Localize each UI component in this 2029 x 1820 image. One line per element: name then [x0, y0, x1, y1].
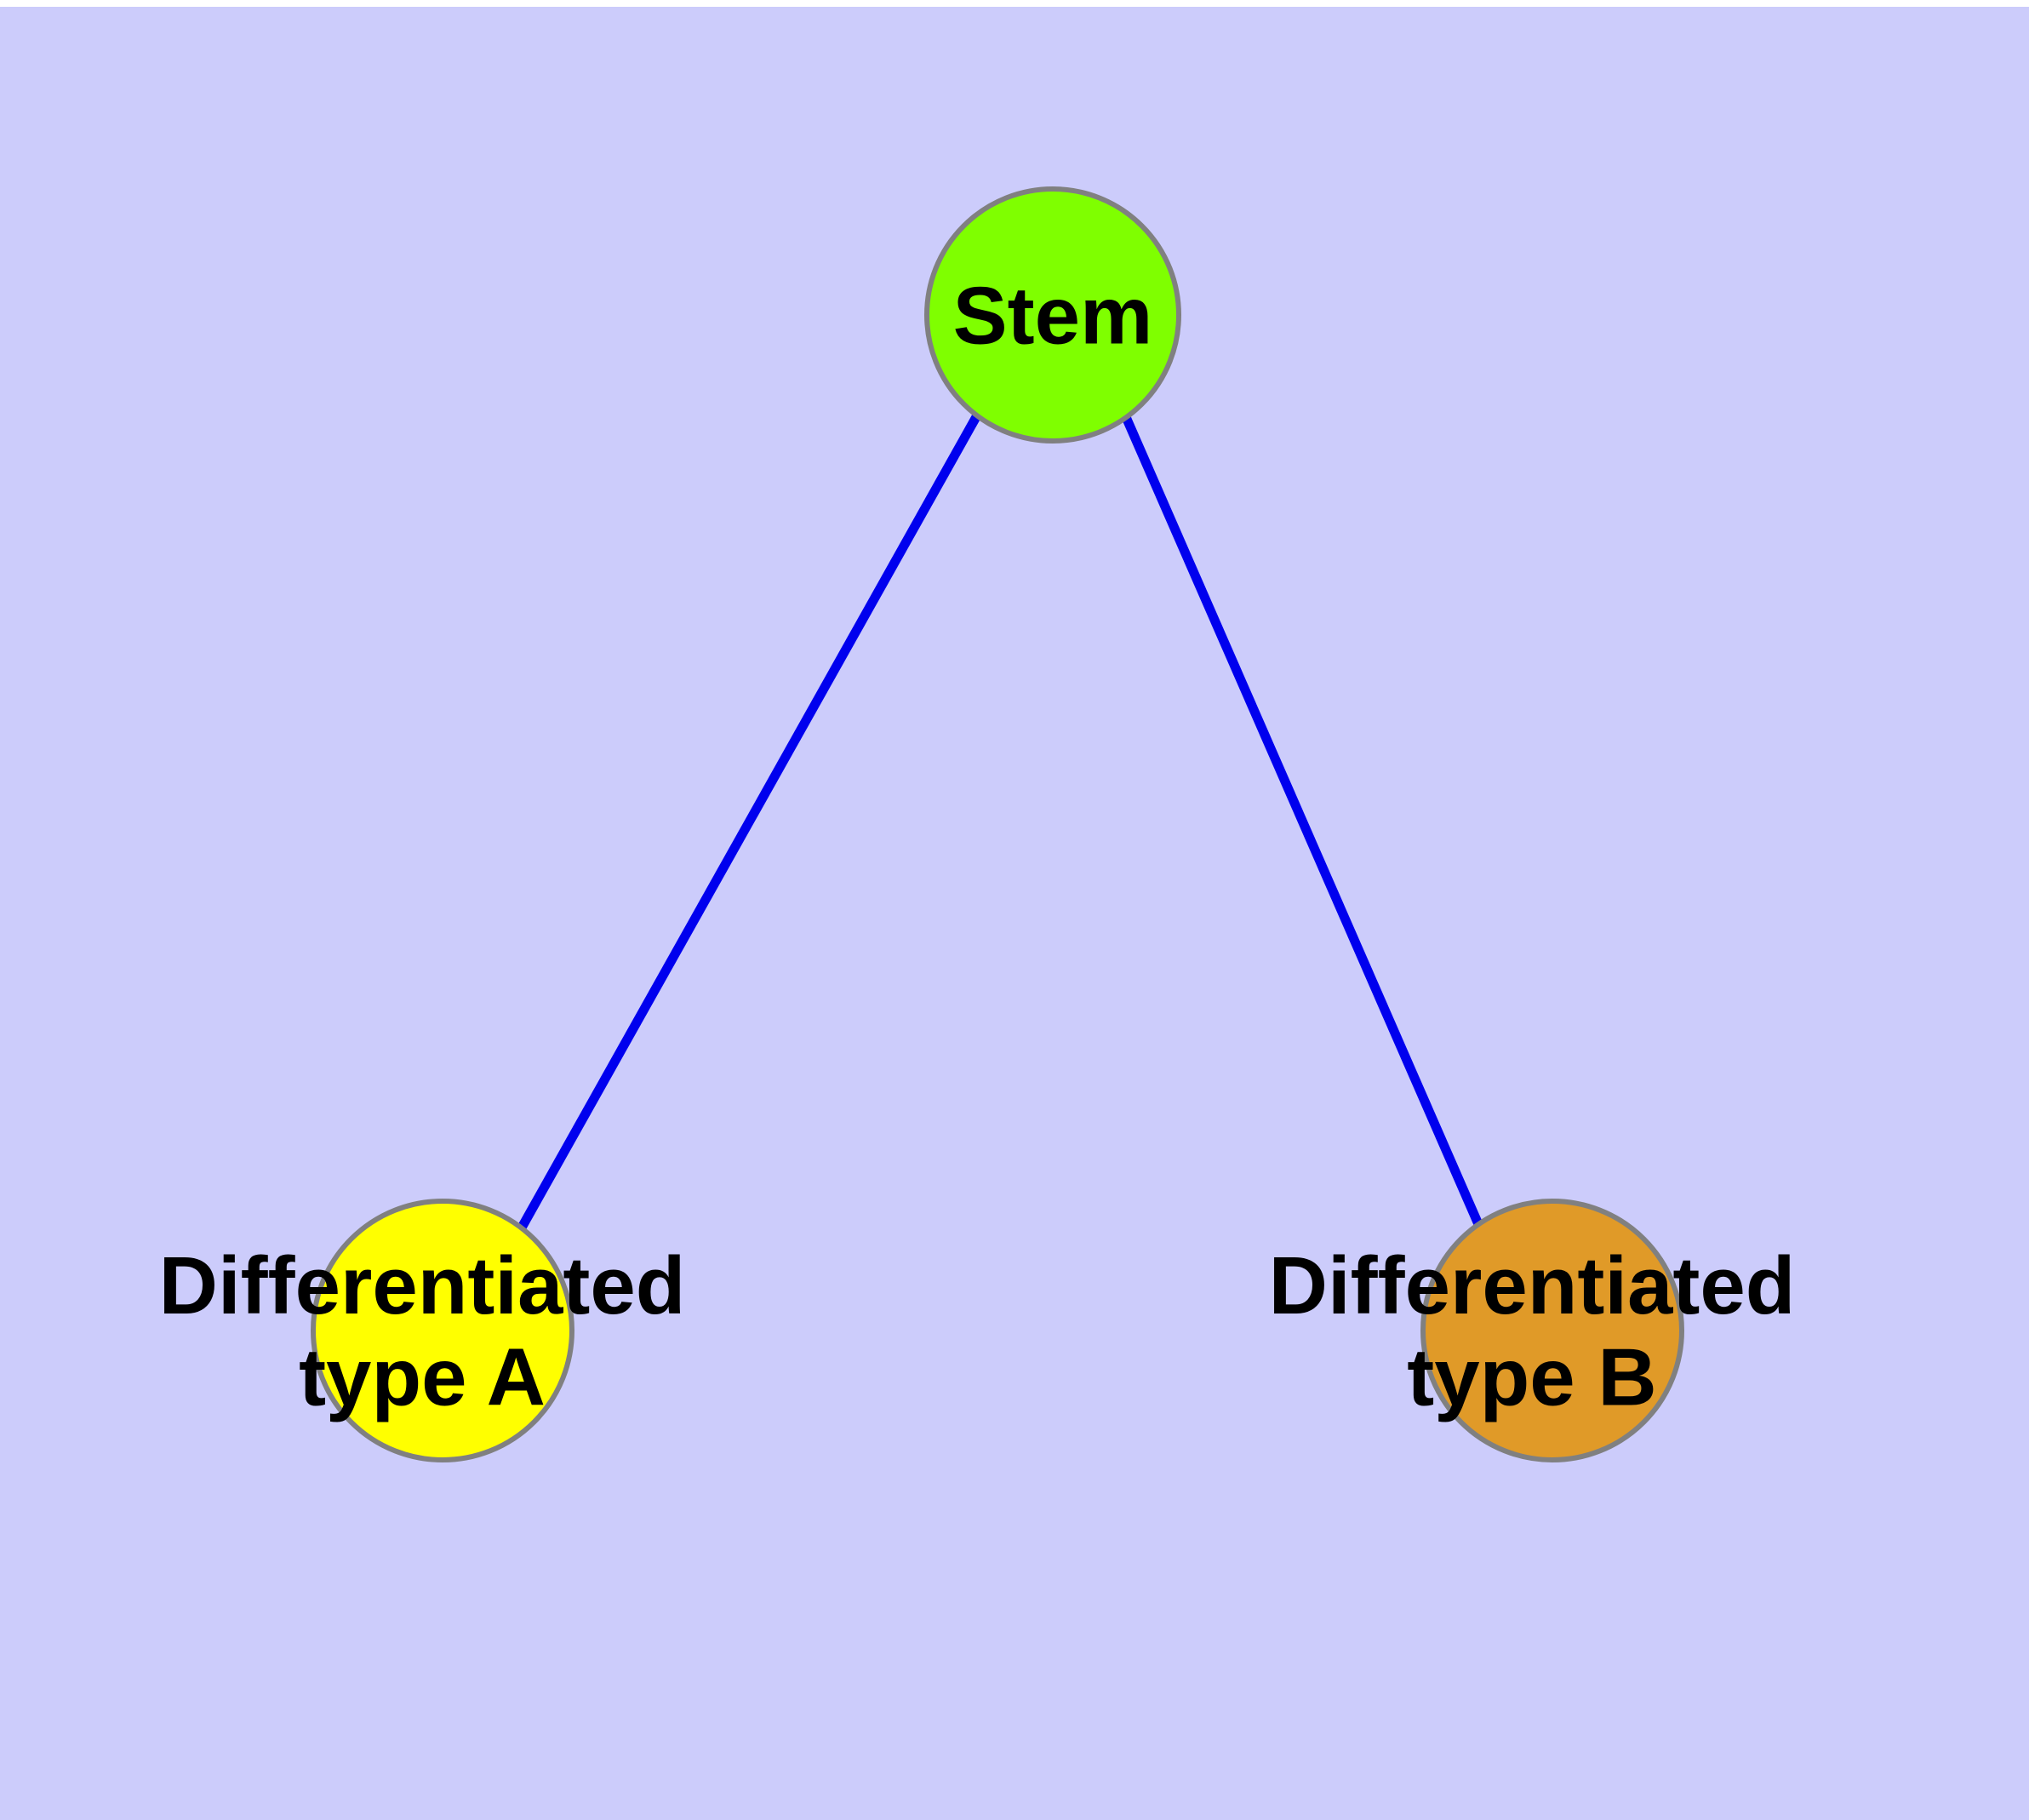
- edges-layer: [517, 413, 1483, 1230]
- node-stem[interactable]: Stem: [924, 186, 1181, 444]
- node-label-line: Stem: [953, 271, 1153, 362]
- edge-stem-to-diff-b[interactable]: [1121, 415, 1483, 1227]
- node-label-line: type A: [299, 1331, 546, 1422]
- node-circle-stem[interactable]: [924, 186, 1181, 444]
- node-circle-diff_a[interactable]: [311, 1199, 574, 1462]
- node-label-line: Differentiated: [159, 1240, 686, 1331]
- node-circle-diff_b[interactable]: [1420, 1199, 1684, 1462]
- node-label-stem: Stem: [953, 271, 1153, 362]
- node-label-line: type B: [1407, 1331, 1656, 1422]
- edge-stem-to-diff-a[interactable]: [517, 413, 981, 1230]
- node-label-line: Differentiated: [1269, 1240, 1796, 1331]
